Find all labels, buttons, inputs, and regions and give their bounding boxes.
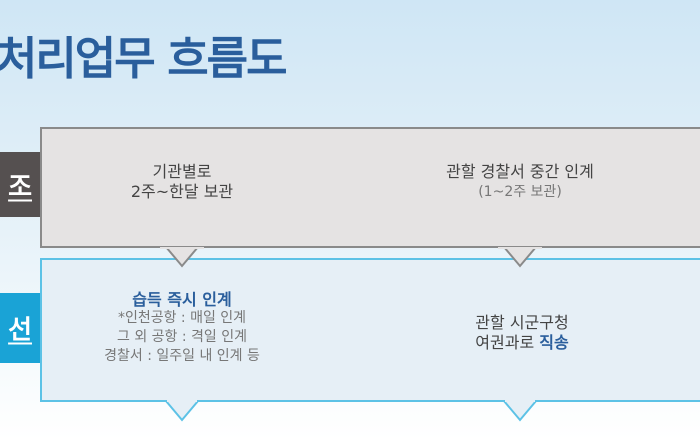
- text-line: 그 외 공항 : 격일 인계: [116, 329, 247, 345]
- arrow-down-2: [501, 246, 539, 268]
- row-label-tab-transfer: 선: [0, 293, 40, 363]
- agency-storage-text: 기관별로 2주~한달 보관: [131, 162, 233, 202]
- arrow-down-3: [163, 400, 201, 422]
- text-line: *인천공항 : 매일 인계: [117, 310, 247, 326]
- arrow-down-1: [163, 246, 201, 268]
- police-transfer-text: 관할 경찰서 중간 인계 (1~2주 보관): [446, 162, 594, 202]
- arrow-down-4: [501, 400, 539, 422]
- transfer-row-box: [40, 258, 700, 402]
- text-line: 경찰서 : 일주일 내 인계 등: [104, 348, 260, 364]
- page-title: 처리업무 흐름도: [0, 32, 287, 85]
- text-line: 여권과로 직송: [475, 333, 568, 353]
- text-line: 관할 경찰서 중간 인계: [446, 162, 594, 181]
- text-heading: 습득 즉시 인계: [132, 290, 232, 309]
- text-emphasis: 직송: [539, 333, 569, 352]
- row-label-tab-storage: 조: [0, 152, 40, 217]
- row-label-text: 조: [8, 172, 32, 202]
- text-line: 관할 시군구청: [475, 313, 569, 332]
- direct-delivery-text: 관할 시군구청 여권과로 직송: [475, 313, 568, 353]
- text-line: 2주~한달 보관: [130, 182, 234, 201]
- text-prefix: 여권과로: [475, 333, 540, 352]
- text-line: 기관별로: [152, 162, 212, 181]
- row-label-text: 선: [8, 315, 32, 346]
- immediate-transfer-text: 습득 즉시 인계 *인천공항 : 매일 인계 그 외 공항 : 격일 인계 경찰…: [104, 290, 260, 366]
- text-line: (1~2주 보관): [478, 184, 562, 200]
- storage-row-box: [40, 127, 700, 248]
